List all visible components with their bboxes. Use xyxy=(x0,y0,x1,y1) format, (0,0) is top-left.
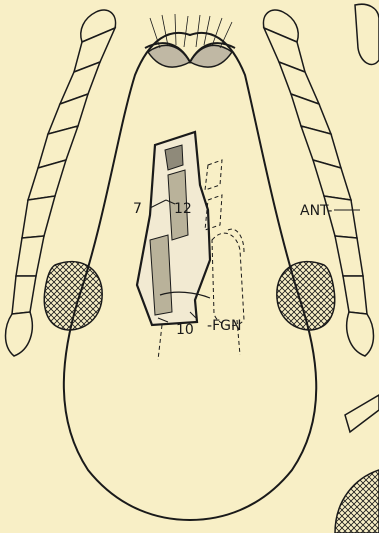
neighbor-eye-bottom xyxy=(335,470,379,533)
neighbor-appendage-mid xyxy=(345,395,379,432)
compound-eye-right xyxy=(277,262,335,330)
label-fgn: -FGN xyxy=(207,318,241,334)
compound-eye-left xyxy=(44,262,102,330)
label-10: 10 xyxy=(176,322,194,338)
neighbor-appendage-top xyxy=(355,4,379,64)
label-12: 12 xyxy=(174,201,192,217)
label-7: 7 xyxy=(133,201,142,217)
label-antenna: ANT- xyxy=(300,203,332,219)
